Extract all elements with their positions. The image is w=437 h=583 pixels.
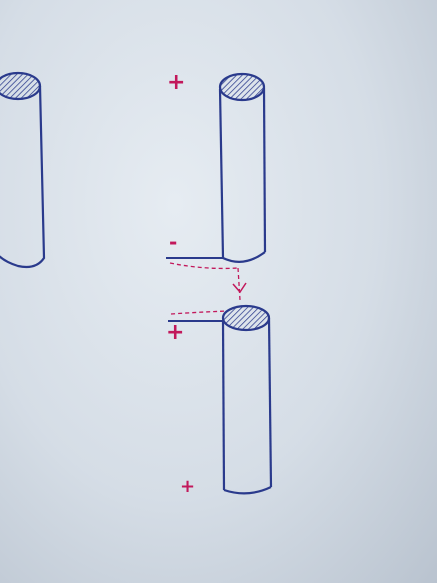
arrow-head [232, 282, 247, 294]
lower-cylinder-top-sign: + [166, 320, 185, 345]
upper-cylinder-top-face [218, 72, 266, 102]
upper-cylinder-bottom-arc [222, 251, 266, 263]
lower-cylinder-top-face [221, 304, 271, 332]
lower-cylinder-right-edge [267, 317, 273, 488]
upper-cylinder-bottom-sign: - [169, 230, 178, 254]
lower-cylinder [168, 304, 273, 495]
left-cylinder-top-face [0, 71, 42, 101]
dashed-line-vertical [237, 267, 241, 301]
upper-cylinder-top-sign: + [167, 70, 186, 95]
lower-cylinder-bottom-arc [223, 486, 272, 495]
dashed-line-upper [169, 262, 239, 270]
dashed-line-lower [170, 310, 229, 315]
dashed-connection [169, 262, 247, 315]
left-cylinder-body [0, 85, 46, 269]
upper-cylinder-right-edge [262, 87, 267, 253]
upper-cylinder-left-edge [218, 88, 225, 259]
lower-cylinder-left-edge [221, 320, 226, 491]
upper-cylinder [166, 72, 267, 263]
left-partial-cylinder [0, 71, 46, 269]
lower-cylinder-bottom-sign: + [180, 476, 196, 497]
